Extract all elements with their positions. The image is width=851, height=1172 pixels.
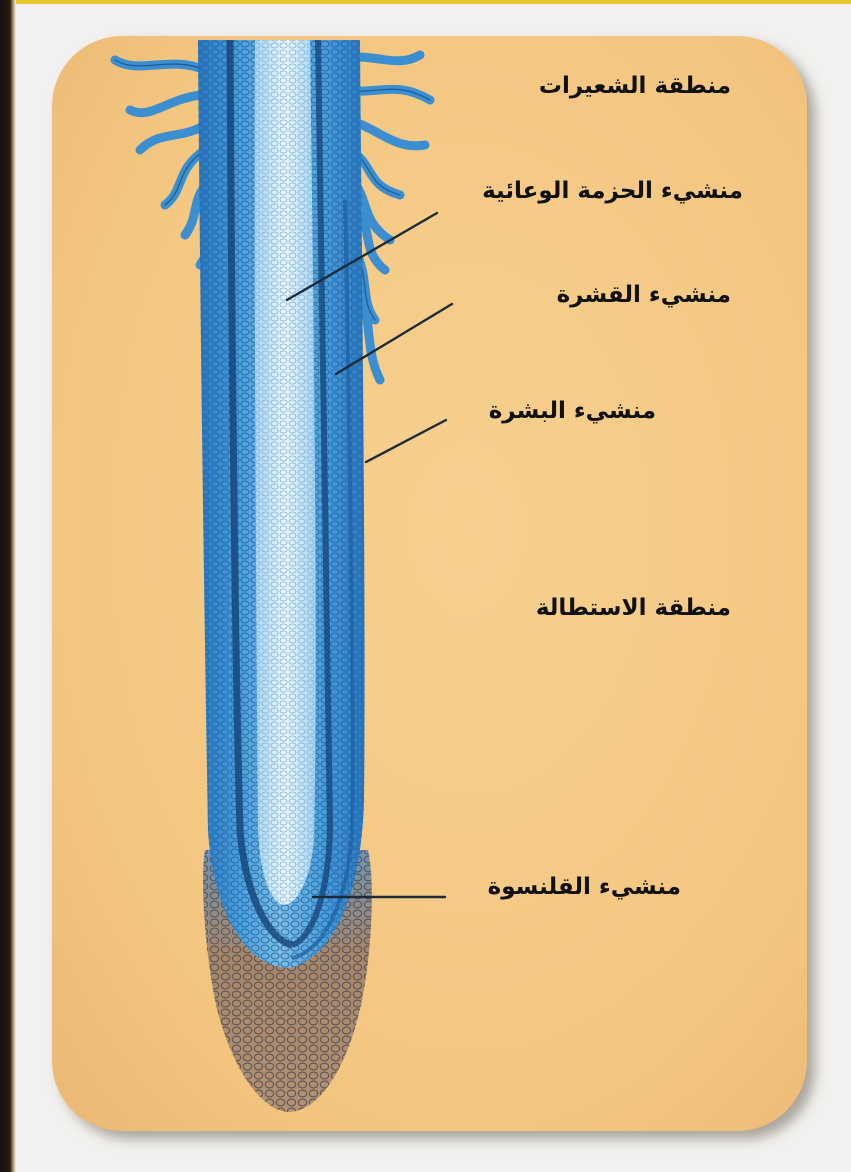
label-root-hair-zone: منطقة الشعيرات xyxy=(539,75,731,98)
label-epidermis-origin: منشيء البشرة xyxy=(489,400,656,423)
label-root-cap-origin: منشيء القلنسوة xyxy=(488,876,681,899)
leader-epidermis xyxy=(366,420,446,462)
label-vascular-bundle-origin: منشيء الحزمة الوعائية xyxy=(482,180,743,203)
label-cortex-origin: منشيء القشرة xyxy=(557,284,731,307)
label-elongation-zone: منطقة الاستطالة xyxy=(536,597,731,620)
